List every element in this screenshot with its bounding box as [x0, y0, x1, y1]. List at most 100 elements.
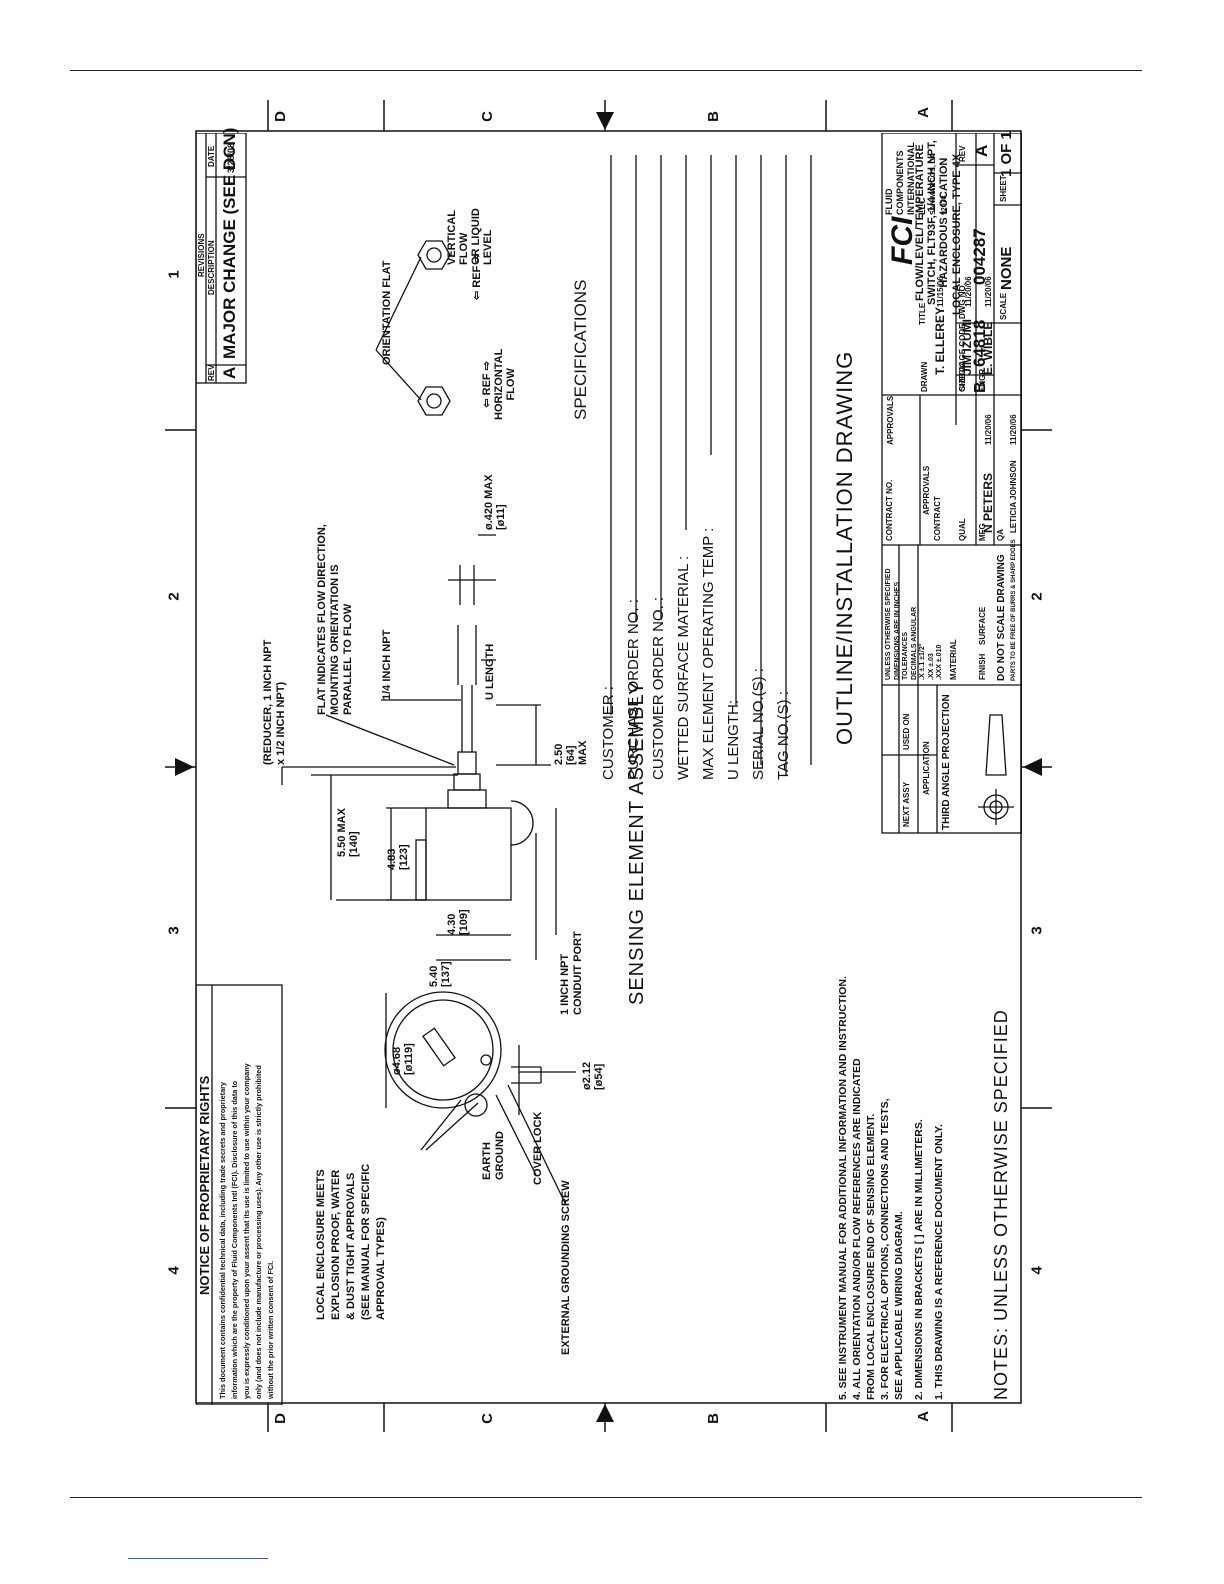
spec-u-length: U LENGTH:	[725, 699, 742, 780]
zone-label-c-top: C	[478, 111, 496, 122]
callout-line: 1 INCH NPT	[559, 953, 571, 1015]
tb-scale-label: SCALE	[999, 292, 1008, 320]
dim-value: 4.83	[386, 848, 398, 870]
callout-line: MOUNTING ORIENTATION IS	[329, 564, 341, 715]
zone-label-3-left: 3	[165, 926, 183, 935]
dim-430: 4.30 [109]	[446, 909, 470, 935]
revisions-header: REVISIONS	[197, 233, 206, 277]
callout-line: APPROVAL TYPES)	[375, 1217, 387, 1320]
proprietary-line: This document contains confidential tech…	[218, 1081, 227, 1399]
spec-fields: CUSTOMER : PURCHASE ORDER NO. : CUSTOMER…	[596, 528, 796, 780]
tb-leticia-date: 11/20/06	[1009, 414, 1018, 445]
tb-n-peters: N PETERS	[981, 472, 995, 533]
callout-line: FLOW	[458, 232, 470, 265]
proprietary-title: NOTICE OF PROPRIETARY RIGHTS	[197, 1075, 212, 1295]
zone-label-a-bottom: A	[914, 1411, 932, 1422]
dim-468: ø4.68 [ø119]	[391, 1043, 415, 1075]
arrow-right-icon: ⇨	[481, 361, 493, 371]
cover-lock-label: COVER LOCK	[532, 1111, 544, 1185]
tb-rev: A	[972, 144, 991, 157]
title-line: SWITCH, FLT93F, 1/4 INCH NPT,	[926, 140, 938, 305]
dim-value: [140]	[348, 831, 360, 857]
tb-contract: CONTRACT	[933, 496, 942, 541]
callout-line: (REDUCER, 1 INCH NPT	[262, 639, 274, 765]
tb-qual: QUAL	[958, 518, 967, 541]
callout-line: PARALLEL TO FLOW	[342, 603, 354, 715]
ref-vertical-desc: VERTICAL FLOW OR LIQUID LEVEL	[446, 208, 494, 265]
callout-line: FLAT INDICATES FLOW DIRECTION,	[316, 524, 328, 715]
tb-projection: THIRD ANGLE PROJECTION	[941, 694, 952, 830]
outline-title: OUTLINE/INSTALLATION DRAWING	[832, 350, 857, 745]
enclosure-callout: LOCAL ENCLOSURE MEETS EXPLOSION PROOF, W…	[314, 1164, 389, 1320]
callout-line: LEVEL	[482, 229, 494, 265]
note-item: 1. THIS DRAWING IS A REFERENCE DOCUMENT …	[933, 1124, 945, 1400]
zone-label-c-bottom: C	[478, 1413, 496, 1424]
orientation-flat-label: ORIENTATION FLAT	[381, 260, 393, 365]
tb-approvals-right: APPROVALS	[886, 395, 895, 445]
tb-title-label: TITLE	[918, 302, 927, 325]
callout-line: EARTH	[481, 1142, 493, 1180]
tb-sheet-label: SHEET	[999, 175, 1008, 202]
earth-ground-label: EARTH GROUND	[481, 1131, 507, 1180]
proprietary-line: only (and does not include manufacture o…	[254, 1065, 263, 1399]
zone-label-a-top: A	[914, 107, 932, 118]
tb-size: B	[972, 381, 989, 393]
spec-title: SPECIFICATIONS	[571, 279, 590, 420]
dim-420: ø.420 MAX [ø11]	[483, 474, 507, 530]
note-item: 5. SEE INSTRUMENT MANUAL FOR ADDITIONAL …	[837, 976, 849, 1400]
spec-max-temp: MAX ELEMENT OPERATING TEMP :	[700, 527, 717, 780]
ref-horizontal-line: ⇦ REF ⇨	[481, 349, 493, 420]
flat-label: FLAT INDICATES FLOW DIRECTION, MOUNTING …	[316, 524, 355, 715]
zone-label-d-top: D	[271, 111, 289, 122]
tolerance-line: DECIMALS ANGULAR	[910, 606, 918, 680]
ref-text: REF	[471, 265, 483, 288]
note-item: 3. FOR ELECTRICAL OPTIONS, CONNECTIONS A…	[879, 1098, 891, 1400]
arrow-left-icon: ⇦	[481, 398, 493, 408]
company-line: FLUID COMPONENTS	[884, 150, 905, 215]
tb-no-scale: DO NOT SCALE DRAWING	[996, 554, 1007, 681]
bottom-rule	[70, 1497, 1142, 1498]
tb-qa: QA	[996, 529, 1005, 541]
note-item: 4. ALL ORIENTATION AND/OR FLOW REFERENCE…	[851, 1058, 863, 1400]
npt-quarter-label: 1/4 INCH NPT	[381, 629, 393, 700]
zone-label-2-left: 2	[165, 592, 183, 601]
dim-550: 5.50 MAX [140]	[336, 808, 360, 857]
zone-label-4-right: 4	[1028, 1266, 1046, 1275]
note-item: 2. DIMENSIONS IN BRACKETS [ ] ARE IN MIL…	[913, 1119, 925, 1400]
tb-scale: NONE	[998, 246, 1015, 290]
dim-value: ø2.12	[581, 1061, 593, 1090]
title-line: FLOW/LEVEL/TEMPERATURE	[914, 144, 926, 302]
dim-value: ø4.68	[391, 1046, 403, 1075]
notes-heading: NOTES: UNLESS OTHERWISE SPECIFIED	[991, 1009, 1011, 1400]
reducer-label: (REDUCER, 1 INCH NPT x 1/2 INCH NPT)	[262, 640, 288, 765]
callout-line: x 1/2 INCH NPT)	[275, 681, 287, 765]
tb-cage: 64818	[970, 319, 989, 367]
tolerance-line: .X ±.1 ±1/2°	[919, 643, 926, 680]
title-line: HAZARDOUS LOCATION	[938, 157, 950, 288]
callout-line: LOCAL ENCLOSURE MEETS	[315, 1169, 327, 1320]
callout-line: EXPLOSION PROOF, WATER	[330, 1169, 342, 1320]
tb-tolerances: UNLESS OTHERWISE SPECIFIED DIMENSIONS AR…	[885, 569, 945, 681]
dim-540: 5.40 [137]	[428, 961, 452, 987]
revision-date: 3/28/08	[226, 142, 236, 173]
dim-value: 5.50 MAX	[336, 808, 348, 857]
spec-serial-no: SERIAL NO.(S) :	[750, 668, 767, 780]
zone-label-1-left: 1	[165, 270, 183, 279]
footer-link-underline[interactable]	[128, 1558, 268, 1559]
u-length-label: U LENGTH	[484, 643, 496, 700]
spec-tag-no: TAG NO.(S) :	[775, 691, 792, 780]
notes: 5. SEE INSTRUMENT MANUAL FOR ADDITIONAL …	[836, 976, 946, 1400]
callout-line: HORIZONTAL	[493, 348, 505, 420]
revisions-col-description: DESCRIPTION	[207, 240, 216, 295]
spec-customer: CUSTOMER :	[600, 686, 617, 780]
zone-label-d-bottom: D	[271, 1413, 289, 1424]
top-rule	[70, 70, 1142, 71]
callout-line: OR LIQUID	[470, 208, 482, 265]
spec-purchase-order: PURCHASE ORDER NO. :	[625, 599, 642, 780]
dim-value: [137]	[440, 961, 452, 987]
tb-ellerey: T. ELLEREY	[933, 306, 947, 375]
dim-value: MAX	[577, 740, 589, 765]
tb-n-peters-date: 11/20/06	[984, 414, 993, 445]
revisions-col-date: DATE	[207, 145, 216, 167]
